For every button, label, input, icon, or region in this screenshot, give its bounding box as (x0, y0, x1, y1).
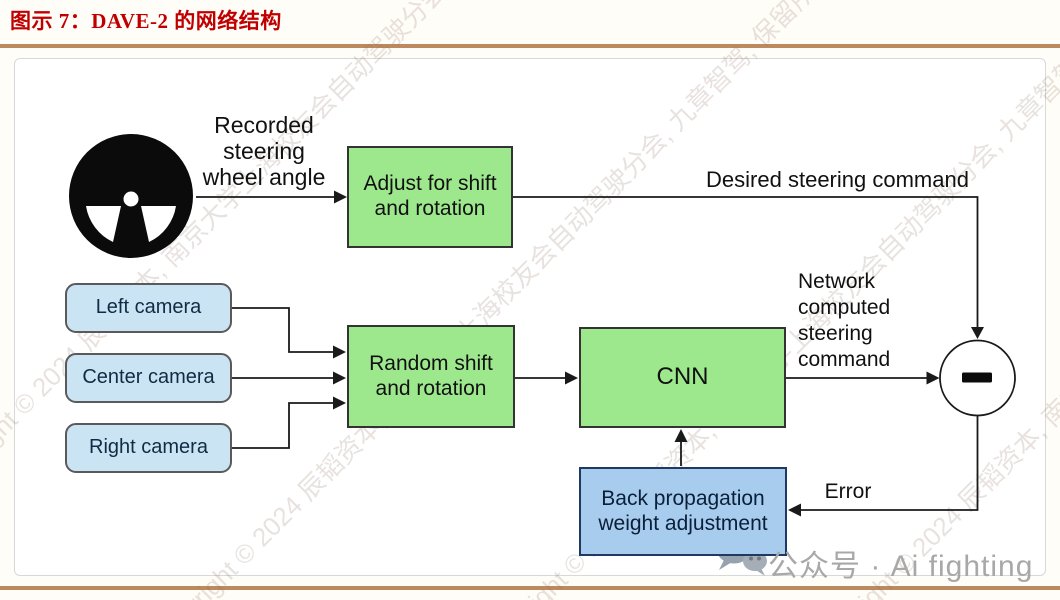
arrowhead (674, 429, 688, 442)
random-shift-box-label: Random shift and rotation (369, 351, 493, 400)
recorded-steering-label: Recorded steering wheel angle (188, 112, 340, 191)
minus-icon (962, 372, 992, 383)
network-line-3: steering (798, 322, 873, 346)
right-camera-label: Right camera (89, 436, 208, 459)
backprop-box-line2: weight adjustment (598, 511, 768, 535)
connector-adjust-to-node (513, 196, 979, 327)
center-camera-box: Center camera (65, 353, 232, 403)
connector-right-camera (232, 402, 334, 449)
center-camera-label: Center camera (82, 366, 215, 389)
recorded-line-2: steering (223, 138, 305, 165)
desired-steering-label: Desired steering command (706, 167, 969, 192)
arrowhead (333, 371, 346, 385)
top-accent-rule (0, 44, 1060, 48)
adjust-box-label: Adjust for shift and rotation (363, 172, 497, 220)
adjust-box: Adjust for shift and rotation (347, 146, 513, 248)
recorded-line-1: Recorded (214, 112, 314, 138)
arrowhead (333, 345, 346, 359)
left-camera-label: Left camera (95, 296, 202, 319)
steering-wheel-icon (69, 134, 193, 258)
connectors (196, 196, 979, 511)
network-computed-label: Network computed steering command (798, 269, 968, 373)
left-camera-box: Left camera (65, 283, 232, 333)
arrowhead (788, 503, 801, 517)
connector-node-to-backprop (799, 416, 979, 511)
random-shift-box: Random shift and rotation (347, 325, 515, 428)
arrowheads (333, 190, 984, 517)
backprop-box: Back propagation weight adjustment (579, 467, 787, 556)
bottom-accent-rule (0, 586, 1060, 590)
network-line-2: computed (798, 296, 891, 320)
page-title: 图示 7：DAVE-2 的网络结构 (10, 9, 282, 33)
arrowhead (334, 190, 347, 204)
network-line-4: command (798, 348, 891, 372)
right-camera-box: Right camera (65, 423, 232, 473)
backprop-box-line1: Back propagation (601, 486, 765, 510)
arrowhead (926, 371, 940, 385)
recorded-line-3: wheel angle (202, 164, 326, 191)
cnn-box-label: CNN (656, 363, 709, 391)
subtract-node (939, 339, 1016, 417)
arrowhead (333, 396, 346, 410)
cnn-box: CNN (579, 327, 786, 428)
arrowhead (971, 327, 984, 339)
connector-left-camera (232, 307, 334, 353)
error-label: Error (824, 480, 872, 503)
arrowhead (565, 371, 578, 385)
network-line-1: Network (798, 270, 876, 293)
footer-brand-text: 公众号 · Ai fighting (768, 550, 1034, 583)
